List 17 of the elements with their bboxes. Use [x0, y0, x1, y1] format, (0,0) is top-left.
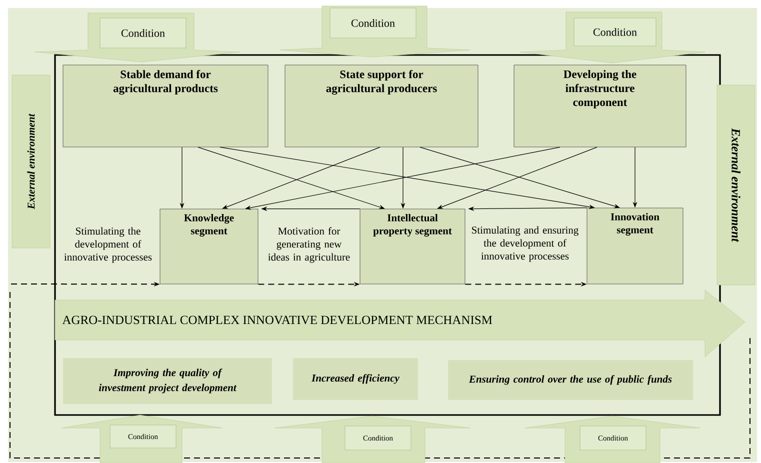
condition-callout: Condition [520, 12, 706, 64]
condition-callout: Condition [280, 6, 470, 58]
side-band: External environment [716, 84, 756, 286]
edge-label: Stimulating the development of innovative processes [64, 227, 152, 263]
result-box: Improving the quality of investment project development [63, 358, 272, 404]
segment-box: Innovation segment [586, 208, 684, 284]
side-band: External environment [12, 74, 50, 248]
edge-label: Stimulating and ensuring the development of innovative processes [472, 226, 578, 262]
factor-box: State support for agricultural producers [284, 64, 478, 148]
factor-box: Developing the infrastructure component [514, 64, 686, 148]
segment-box: Intellectual property segment [360, 208, 466, 284]
result-box: Increased efficiency [293, 358, 418, 400]
result-box: Ensuring control over the use of public funds [448, 360, 693, 400]
factor-box: Stable demand for agricultural products [62, 64, 268, 148]
edge-label: Motivation for generating new ideas in agriculture [268, 227, 350, 263]
segment-box: Knowledge segment [160, 208, 258, 284]
condition-callout: Condition [34, 12, 240, 62]
